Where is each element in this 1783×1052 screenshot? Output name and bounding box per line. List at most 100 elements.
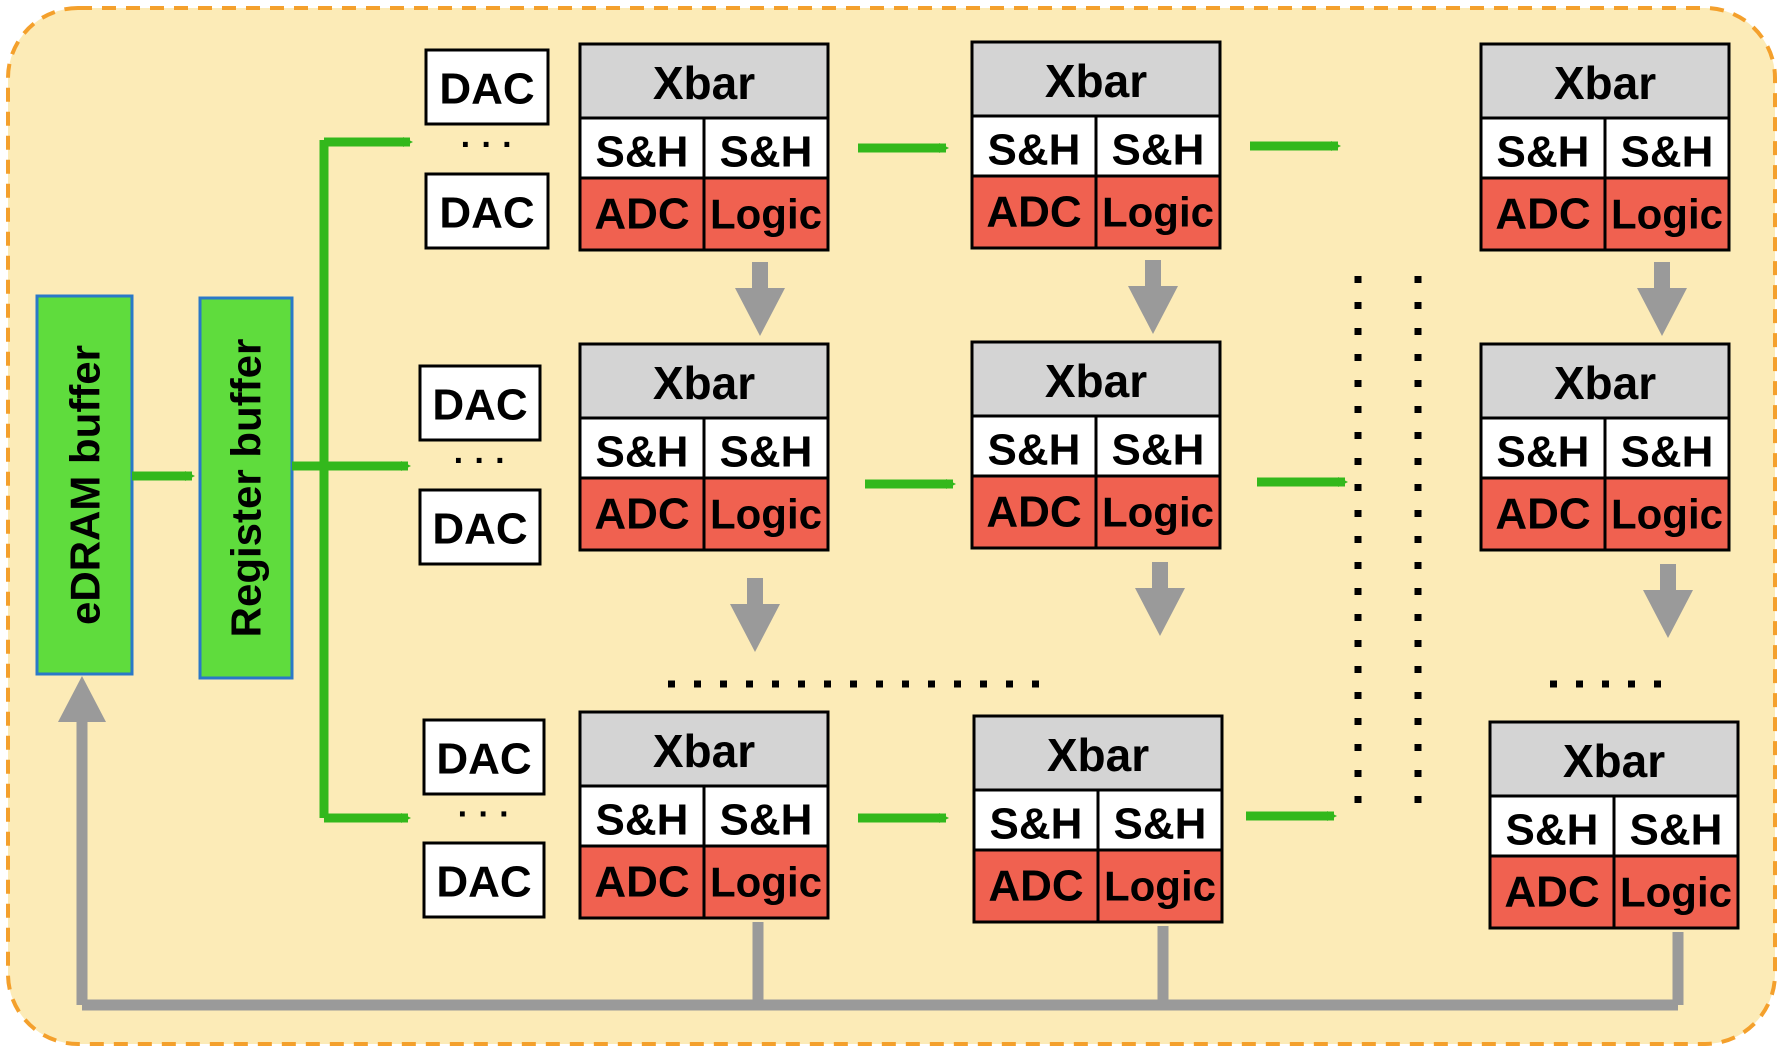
xbar-label: Xbar: [1047, 729, 1149, 781]
adc-cell: ADC: [578, 844, 706, 920]
dac-box: DAC: [418, 488, 542, 566]
xbar-block: Xbar: [972, 714, 1224, 792]
sample-hold-label: S&H: [988, 426, 1081, 475]
adc-cell: ADC: [970, 174, 1098, 250]
logic-label: Logic: [1620, 869, 1732, 916]
xbar-label: Xbar: [1045, 55, 1147, 107]
sample-hold-cell: S&H: [1612, 794, 1740, 858]
dac-label: DAC: [439, 189, 534, 238]
sample-hold-label: S&H: [1114, 800, 1207, 849]
down-arrow-r2-c3: [1643, 564, 1693, 638]
adc-cell: ADC: [1479, 476, 1607, 552]
xbar-block: Xbar: [1479, 342, 1731, 420]
sample-hold-cell: S&H: [972, 788, 1100, 852]
adc-label: ADC: [594, 858, 689, 907]
logic-cell: Logic: [1603, 476, 1731, 552]
sample-hold-label: S&H: [1621, 428, 1714, 477]
sample-hold-cell: S&H: [970, 414, 1098, 478]
xbar-block: Xbar: [578, 42, 830, 120]
sample-hold-cell: S&H: [1096, 788, 1224, 852]
edram-buffer: eDRAM buffer: [35, 294, 134, 676]
xbar-block: Xbar: [970, 40, 1222, 118]
sample-hold-cell: S&H: [1094, 114, 1222, 178]
dac-ellipsis: · · ·: [454, 442, 507, 480]
adc-label: ADC: [1495, 190, 1590, 239]
dac-group-row2: DAC DAC · · ·: [418, 364, 542, 566]
adc-label: ADC: [1495, 490, 1590, 539]
logic-label: Logic: [1611, 491, 1723, 538]
sample-hold-cell: S&H: [702, 784, 830, 848]
sample-hold-cell: S&H: [702, 116, 830, 180]
xbar-label: Xbar: [1045, 355, 1147, 407]
down-arrow-r2-c1: [730, 578, 780, 652]
dac-label: DAC: [439, 65, 534, 114]
sample-hold-cell: S&H: [1479, 416, 1607, 480]
xbar-label: Xbar: [653, 357, 755, 409]
dac-box: DAC: [422, 841, 546, 919]
logic-cell: Logic: [702, 176, 830, 252]
logic-cell: Logic: [1612, 854, 1740, 930]
sample-hold-cell: S&H: [702, 416, 830, 480]
xbar-label: Xbar: [1554, 357, 1656, 409]
dac-label: DAC: [436, 735, 531, 784]
ellipsis-dots: [668, 276, 1672, 818]
down-arrow-r1-c3: [1637, 262, 1687, 336]
green-arrows: [132, 137, 1348, 823]
adc-label: ADC: [986, 188, 1081, 237]
down-arrow-r1-c2: [1128, 260, 1178, 334]
xbar-label: Xbar: [1554, 57, 1656, 109]
adc-cell: ADC: [578, 476, 706, 552]
dac-label: DAC: [436, 858, 531, 907]
logic-label: Logic: [710, 191, 822, 238]
sample-hold-label: S&H: [720, 428, 813, 477]
adc-label: ADC: [594, 490, 689, 539]
adc-cell: ADC: [972, 848, 1100, 924]
sample-hold-label: S&H: [596, 128, 689, 177]
dac-label: DAC: [432, 505, 527, 554]
sample-hold-cell: S&H: [1479, 116, 1607, 180]
logic-cell: Logic: [1094, 474, 1222, 550]
logic-cell: Logic: [1096, 848, 1224, 924]
sample-hold-label: S&H: [720, 128, 813, 177]
sample-hold-label: S&H: [596, 796, 689, 845]
dac-label: DAC: [432, 381, 527, 430]
logic-cell: Logic: [1603, 176, 1731, 252]
sample-hold-cell: S&H: [970, 114, 1098, 178]
sample-hold-cell: S&H: [578, 784, 706, 848]
sample-hold-label: S&H: [1497, 428, 1590, 477]
xbar-block: Xbar: [970, 340, 1222, 418]
adc-label: ADC: [594, 190, 689, 239]
sample-hold-cell: S&H: [578, 416, 706, 480]
dac-ellipsis: · · ·: [461, 126, 514, 164]
sample-hold-cell: S&H: [1603, 416, 1731, 480]
dac-ellipsis: · · ·: [458, 796, 511, 834]
logic-label: Logic: [1102, 189, 1214, 236]
xbar-label: Xbar: [653, 57, 755, 109]
dac-group-row3: DAC DAC · · ·: [422, 718, 546, 919]
adc-cell: ADC: [578, 176, 706, 252]
sample-hold-label: S&H: [1112, 426, 1205, 475]
xbar-block: Xbar: [1479, 42, 1731, 120]
sample-hold-label: S&H: [1497, 128, 1590, 177]
feedback-bus: [76, 710, 1684, 1011]
dac-box: DAC: [424, 172, 550, 250]
dac-group-row1: DAC DAC · · ·: [424, 48, 550, 250]
xbar-block: Xbar: [1488, 720, 1740, 798]
logic-label: Logic: [710, 859, 822, 906]
xbar-block: Xbar: [578, 342, 830, 420]
sample-hold-cell: S&H: [1603, 116, 1731, 180]
sample-hold-label: S&H: [988, 126, 1081, 175]
down-arrows: [730, 260, 1693, 652]
dac-box: DAC: [418, 364, 542, 442]
logic-cell: Logic: [702, 844, 830, 920]
logic-label: Logic: [1104, 863, 1216, 910]
adc-cell: ADC: [1479, 176, 1607, 252]
down-arrow-r1-c1: [735, 262, 785, 336]
